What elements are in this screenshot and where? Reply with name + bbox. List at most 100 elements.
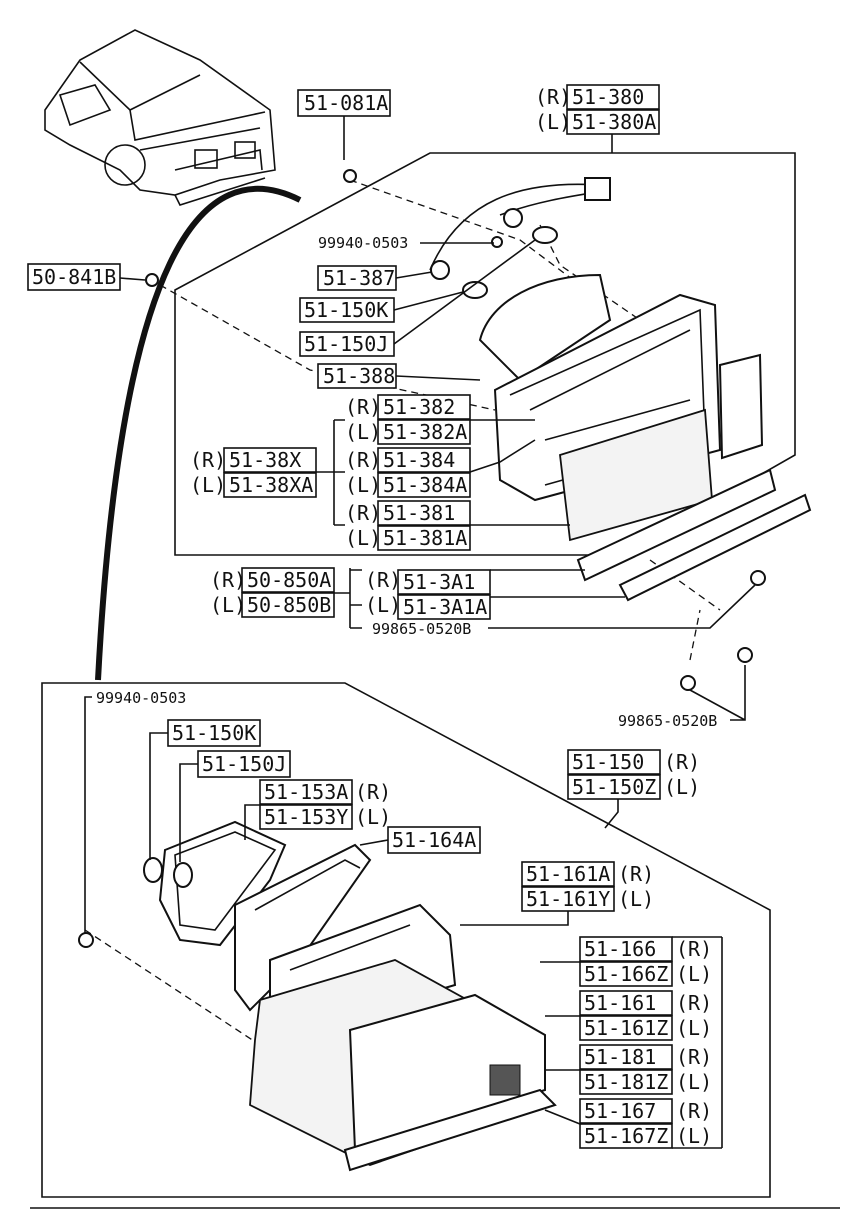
label-box-51-153Y — [259, 804, 353, 830]
label-51-153A: 51-153A — [264, 780, 348, 804]
label-l: (L) — [535, 110, 571, 134]
label-51-153Y: 51-153Y — [264, 805, 348, 829]
label-r: (R) — [676, 937, 712, 961]
label-51-167Z: 51-167Z — [584, 1124, 668, 1148]
label-box-51-380 — [566, 84, 660, 110]
label-box-51-161Z — [579, 1015, 673, 1041]
reference-curve — [95, 185, 302, 681]
label-51-161Y: 51-161Y — [526, 887, 610, 911]
label-l: (L) — [355, 805, 391, 829]
label-box-51-150Z — [567, 774, 661, 800]
label-l: (L) — [676, 1016, 712, 1040]
label-51-38XA: 51-38XA — [229, 473, 313, 497]
label-box-51-150J — [299, 331, 395, 357]
label-l: (L) — [345, 526, 381, 550]
label-r: (R) — [676, 991, 712, 1015]
label-51-38X: 51-38X — [229, 448, 301, 472]
label-box-51-150 — [567, 749, 661, 775]
label-51-164A: 51-164A — [392, 828, 476, 852]
label-51-161Z: 51-161Z — [584, 1016, 668, 1040]
label-51-382A: 51-382A — [383, 420, 467, 444]
label-r: (R) — [664, 750, 700, 774]
upper-lamp-housing — [478, 273, 812, 602]
label-r: (R) — [345, 395, 381, 419]
label-box-51-181Z — [579, 1069, 673, 1095]
label-l: (L) — [618, 887, 654, 911]
label-50-850A: 50-850A — [247, 568, 331, 592]
label-box-51-153A — [259, 779, 353, 805]
label-51-388: 51-388 — [323, 364, 395, 388]
label-box-51-381 — [377, 500, 471, 526]
label-r: (R) — [355, 780, 391, 804]
label-51-167: 51-167 — [584, 1099, 656, 1123]
label-51-181: 51-181 — [584, 1045, 656, 1069]
label-r: (R) — [190, 448, 226, 472]
label-box-51-161 — [579, 990, 673, 1016]
label-box-51-38X — [223, 447, 317, 473]
label-box-51-384 — [377, 447, 471, 473]
label-l: (L) — [365, 593, 401, 617]
label-box-51-167 — [579, 1098, 673, 1124]
label-l: (L) — [664, 775, 700, 799]
label-l: (L) — [210, 593, 246, 617]
label-box-51-380A — [566, 109, 660, 135]
label-box-51-3A1A — [397, 594, 491, 620]
label-51-381: 51-381 — [383, 501, 455, 525]
label-50-850B: 50-850B — [247, 593, 331, 617]
label-51-3A1A: 51-3A1A — [403, 595, 487, 619]
label-51-384: 51-384 — [383, 448, 455, 472]
label-51-150: 51-150 — [572, 750, 644, 774]
label-r: (R) — [210, 568, 246, 592]
label-box-51-381A — [377, 525, 471, 551]
label-51-150J: 51-150J — [202, 752, 286, 776]
label-51-161A: 51-161A — [526, 862, 610, 886]
label-51-381A: 51-381A — [383, 526, 467, 550]
label-box-51-38XA — [223, 472, 317, 498]
label-box-50-850B — [241, 592, 335, 618]
label-box-51-387 — [317, 265, 397, 291]
label-51-150J: 51-150J — [304, 332, 388, 356]
label-51-382: 51-382 — [383, 395, 455, 419]
label-51-181Z: 51-181Z — [584, 1070, 668, 1094]
car-illustration — [44, 29, 276, 206]
label-box-51-3A1 — [397, 569, 491, 595]
label-l: (L) — [676, 962, 712, 986]
label-box-51-166 — [579, 936, 673, 962]
label-box-51-161A — [521, 861, 615, 887]
label-l: (L) — [345, 473, 381, 497]
label-l: (L) — [190, 473, 226, 497]
label-51-387: 51-387 — [323, 266, 395, 290]
label-51-380: 51-380 — [572, 85, 644, 109]
label-r: (R) — [618, 862, 654, 886]
label-box-51-382 — [377, 394, 471, 420]
label-99940-0503: 99940-0503 — [318, 234, 408, 252]
label-99865-0520B: 99865-0520B — [372, 620, 471, 638]
label-l: (L) — [345, 420, 381, 444]
label-99940-0503: 99940-0503 — [96, 689, 186, 707]
label-51-166Z: 51-166Z — [584, 962, 668, 986]
label-l: (L) — [676, 1124, 712, 1148]
label-box-51-150K — [167, 719, 261, 747]
upper-bulbs — [145, 169, 611, 299]
label-51-166: 51-166 — [584, 937, 656, 961]
label-box-51-181 — [579, 1044, 673, 1070]
label-box-51-388 — [317, 363, 397, 389]
label-r: (R) — [676, 1099, 712, 1123]
label-51-380A: 51-380A — [572, 110, 656, 134]
upper-group-outline — [174, 152, 796, 556]
label-r: (R) — [345, 448, 381, 472]
label-box-51-167Z — [579, 1123, 673, 1149]
label-box-50-850A — [241, 567, 335, 593]
label-box-50-841B — [27, 263, 121, 291]
label-r: (R) — [365, 568, 401, 592]
label-r: (R) — [345, 501, 381, 525]
label-51-150K: 51-150K — [172, 721, 256, 745]
label-box-51-382A — [377, 419, 471, 445]
label-r: (R) — [535, 85, 571, 109]
label-box-51-164A — [387, 826, 481, 854]
label-50-841B: 50-841B — [32, 265, 116, 289]
label-box-51-081A — [297, 89, 391, 117]
label-51-081A: 51-081A — [304, 91, 388, 115]
